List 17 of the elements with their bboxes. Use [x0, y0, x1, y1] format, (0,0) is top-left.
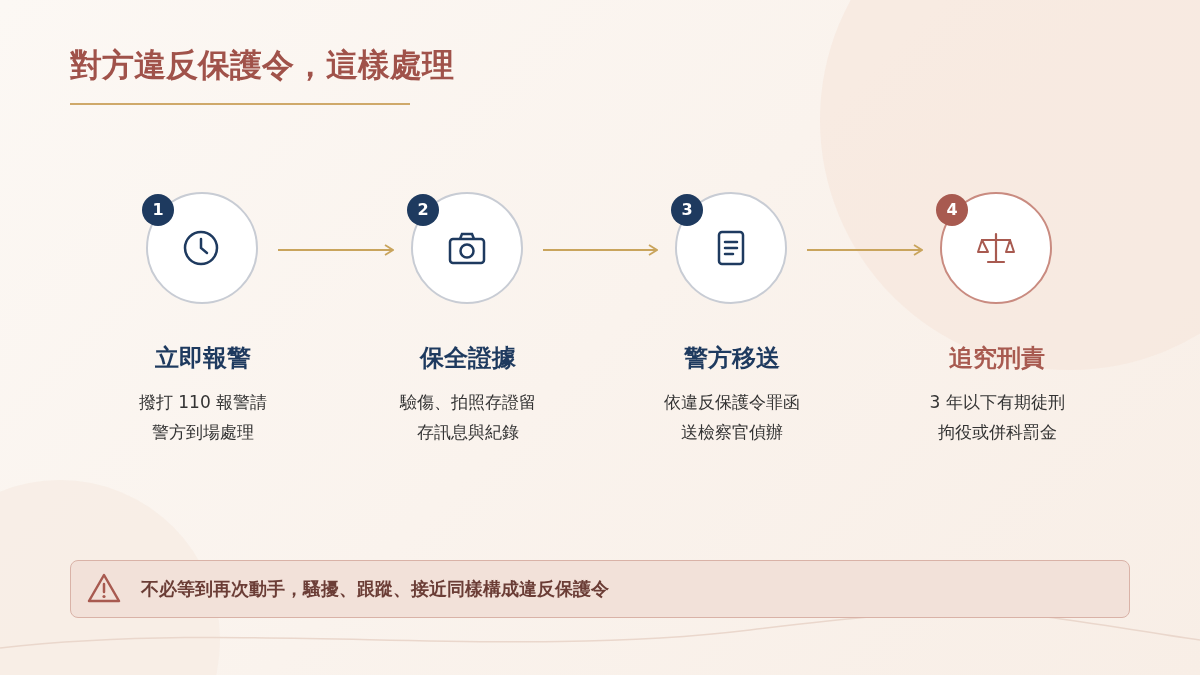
step-title: 保全證據	[418, 343, 517, 374]
step-description: 撥打 110 報警請警方到場處理	[137, 391, 269, 444]
step-description: 依違反保護令罪函送檢察官偵辦	[663, 391, 801, 444]
step-description: 3 年以下有期徒刑拘役或併科罰金	[928, 391, 1066, 444]
step-title: 立即報警	[154, 343, 252, 374]
warning-text: 不必等到再次動手，騷擾、跟蹤、接近同樣構成違反保護令	[141, 577, 609, 601]
warning-banner	[70, 560, 1130, 618]
arrow	[542, 244, 658, 256]
arrow	[277, 244, 394, 256]
arrow	[806, 244, 923, 256]
number-badge: 2	[407, 194, 439, 226]
step-description: 驗傷、拍照存證留存訊息與紀錄	[399, 391, 537, 444]
step-title: 追究刑責	[948, 343, 1046, 374]
number-badge: 1	[142, 194, 174, 226]
title: 對方違反保護令，這樣處理	[70, 45, 454, 86]
number-badge: 3	[671, 194, 703, 226]
step-title: 警方移送	[683, 343, 781, 374]
